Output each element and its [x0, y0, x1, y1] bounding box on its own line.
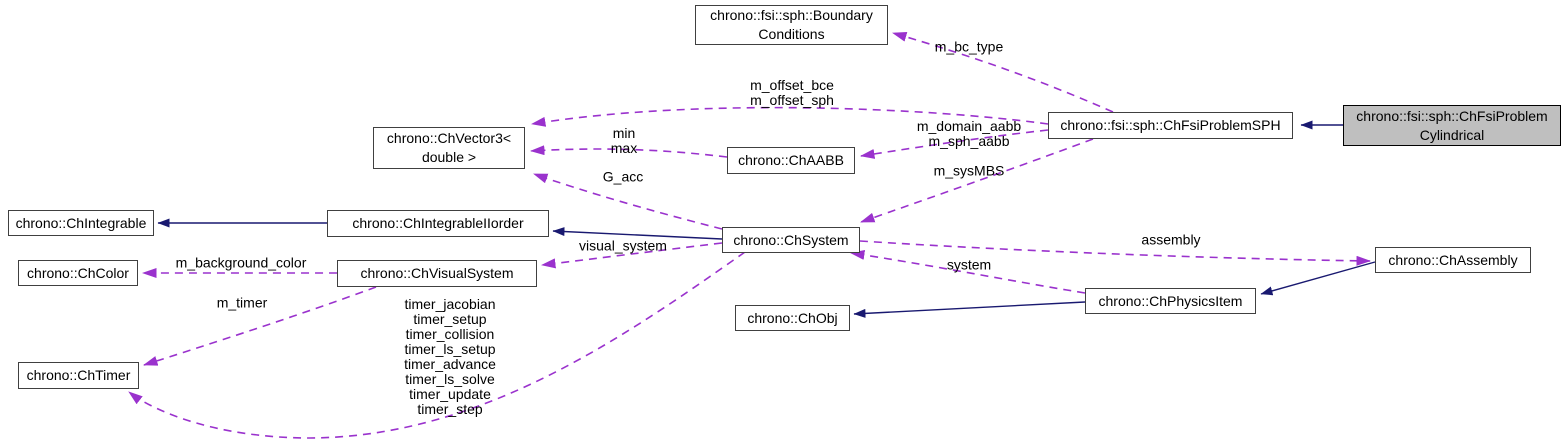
node-fsi-problem-sph[interactable]: chrono::fsi::sph::ChFsiProblemSPH	[1048, 112, 1293, 139]
edge-sph-to-system	[860, 138, 1094, 223]
edge-assembly-to-physicsitem	[1260, 261, 1376, 296]
node-timer[interactable]: chrono::ChTimer	[18, 362, 139, 389]
node-vector3-double[interactable]: chrono::ChVector3< double >	[373, 127, 525, 169]
node-boundary-conditions[interactable]: chrono::fsi::sph::Boundary Conditions	[695, 5, 888, 45]
node-physics-item[interactable]: chrono::ChPhysicsItem	[1085, 288, 1256, 314]
edge-label-timers: timer_jacobian timer_setup timer_collisi…	[404, 296, 496, 417]
node-color[interactable]: chrono::ChColor	[18, 260, 138, 286]
edge-system-to-visual	[541, 242, 723, 269]
edge-label-g-acc: G_acc	[602, 168, 644, 185]
edge-label-m-background-color: m_background_color	[175, 254, 307, 271]
node-obj[interactable]: chrono::ChObj	[735, 305, 850, 331]
node-assembly[interactable]: chrono::ChAssembly	[1375, 247, 1531, 273]
edge-physicsitem-to-system	[850, 250, 1086, 294]
edge-label-system: system	[946, 256, 992, 273]
edge-label-min-max: min max	[610, 125, 638, 156]
edge-label-m-timer: m_timer	[216, 294, 268, 311]
edge-sph-to-boundary	[892, 31, 1114, 113]
edge-label-m-bc-type: m_bc_type	[934, 38, 1004, 55]
edge-aabb-to-vector3	[530, 145, 728, 158]
node-visual-system[interactable]: chrono::ChVisualSystem	[337, 260, 537, 287]
edge-label-assembly: assembly	[1141, 231, 1201, 248]
node-aabb[interactable]: chrono::ChAABB	[727, 147, 855, 174]
edge-system-to-assembly	[859, 240, 1371, 266]
edge-physicsitem-to-obj	[853, 301, 1086, 318]
node-system[interactable]: chrono::ChSystem	[722, 227, 860, 253]
edge-system-to-vector3	[533, 173, 723, 230]
edge-label-visual-system: visual_system	[579, 237, 667, 254]
edge-label-m-domain-aabb: m_domain_aabb m_sph_aabb	[916, 118, 1022, 149]
edge-system-to-iiorder	[552, 227, 723, 240]
node-integrable[interactable]: chrono::ChIntegrable	[8, 210, 154, 236]
node-fsi-problem-cylindrical: chrono::fsi::sph::ChFsiProblem Cylindric…	[1343, 105, 1561, 146]
edge-label-m-offset: m_offset_bce m_offset_sph	[750, 77, 834, 108]
edge-visual-to-timer	[143, 286, 377, 366]
edge-label-m-sysmbs: m_sysMBS	[933, 162, 1005, 179]
node-integrable-ii-order[interactable]: chrono::ChIntegrableIIorder	[327, 210, 549, 237]
edge-system-to-timer	[128, 251, 746, 439]
edge-sph-to-vector3	[531, 106, 1049, 127]
